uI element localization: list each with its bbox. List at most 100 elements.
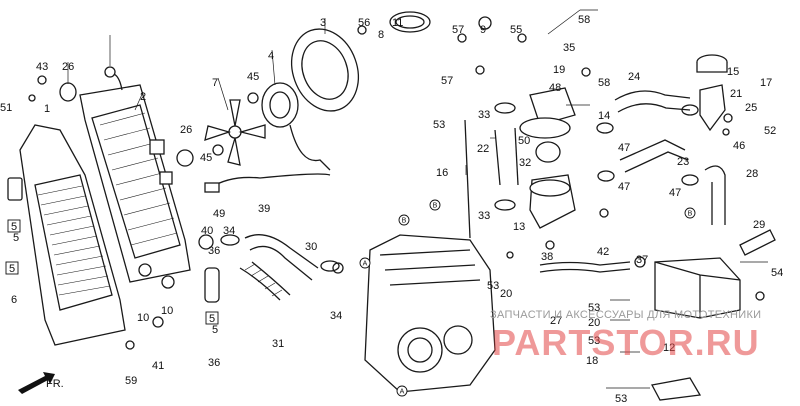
part-label: 30 [305, 241, 317, 253]
part-label: 58 [578, 14, 590, 26]
part-label: 48 [549, 82, 561, 94]
ref-marker [429, 199, 441, 211]
cooling-fan [204, 99, 266, 166]
part-label: 20 [500, 288, 512, 300]
part-label: 47 [618, 142, 630, 154]
part-label: 57 [452, 24, 464, 36]
part-label: 5 [212, 324, 218, 336]
radiator [79, 72, 191, 283]
part-label: 47 [618, 181, 630, 193]
flex-hose [239, 261, 291, 301]
part-label: 45 [247, 71, 259, 83]
part-label: 38 [541, 251, 553, 263]
hose-24 [614, 90, 691, 101]
part-label: 45 [200, 152, 212, 164]
part-label: 35 [563, 42, 575, 54]
part-label: 53 [615, 393, 627, 405]
clamp [220, 102, 699, 272]
ref-marker [398, 214, 410, 226]
part-label: 20 [588, 317, 600, 329]
ref-marker [684, 207, 696, 219]
part-label: 13 [513, 221, 525, 233]
part-label: 56 [358, 17, 370, 29]
part-label: 50 [518, 135, 530, 147]
part-label: 41 [152, 360, 164, 372]
part-label: 52 [764, 125, 776, 137]
part-label: 16 [436, 167, 448, 179]
part-label: 58 [598, 77, 610, 89]
part-label: 17 [760, 77, 772, 89]
part-label: 25 [745, 102, 757, 114]
part-label: 37 [636, 254, 648, 266]
part-label: 5 [13, 232, 19, 244]
fan-shroud [291, 28, 359, 112]
part-label: 53 [588, 335, 600, 347]
watermark-caption: ЗАПЧАСТИ И АКСЕССУАРЫ ДЛЯ МОТОТЕХНИКИ [490, 309, 762, 321]
part-label: 6 [11, 294, 17, 306]
part-label: 24 [628, 71, 640, 83]
part-label: 46 [733, 140, 745, 152]
part-label: 22 [477, 143, 489, 155]
ref-marker-label: A [400, 389, 405, 396]
part-label: 2 [140, 91, 146, 103]
part-label: 34 [330, 310, 342, 322]
hose-23 [619, 139, 686, 161]
fan-motor [261, 82, 331, 171]
leader-lines [67, 9, 768, 389]
part-label: 8 [378, 29, 384, 41]
part-label: 29 [753, 219, 765, 231]
part-label: 27 [550, 315, 562, 327]
ref-box [205, 311, 219, 325]
part-label: 54 [771, 267, 783, 279]
part-label: 53 [433, 119, 445, 131]
part-label: 4 [268, 50, 274, 62]
radiator-hose [494, 127, 519, 186]
part-label: 7 [212, 77, 218, 89]
part-label: 47 [669, 187, 681, 199]
part-label: 51 [0, 102, 12, 114]
part-label: FR. [46, 378, 64, 390]
hose-28 [704, 165, 726, 225]
front-arrow [18, 372, 55, 394]
part-label: 53 [588, 302, 600, 314]
part-label: 26 [180, 124, 192, 136]
part-label: 40 [201, 225, 213, 237]
part-label: 12 [663, 342, 675, 354]
engine [364, 234, 496, 393]
ref-marker-label: A [363, 261, 368, 268]
part-label: 57 [441, 75, 453, 87]
o-ring [389, 11, 431, 33]
thermostat-housing [519, 87, 576, 229]
ref-box [5, 261, 19, 275]
part-label: 36 [208, 245, 220, 257]
part-label: 53 [487, 280, 499, 292]
part-label: 21 [730, 88, 742, 100]
part-label: 42 [597, 246, 609, 258]
part-label: 1 [44, 103, 50, 115]
ref-box-label: 5 [11, 221, 17, 233]
ref-box-label: 5 [209, 313, 215, 325]
part-label: 32 [519, 157, 531, 169]
part-label: 43 [36, 61, 48, 73]
part-label: 33 [478, 210, 490, 222]
part-label: 49 [213, 208, 225, 220]
part-label: 19 [553, 64, 565, 76]
part-label: 23 [677, 156, 689, 168]
part-label: 10 [161, 305, 173, 317]
part-label: 33 [478, 109, 490, 121]
guard-plate [204, 267, 220, 303]
part-label: 14 [598, 110, 610, 122]
part-label: 10 [137, 312, 149, 324]
part-label: 28 [746, 168, 758, 180]
ref-marker-label: B [688, 211, 693, 218]
lower-hose [244, 234, 319, 281]
hose-29 [739, 229, 776, 256]
watermark-logo: PARTSTOR.RU [492, 322, 760, 363]
boxed-reference-labels: 555 [5, 219, 219, 325]
part-label: 31 [272, 338, 284, 350]
part-label: 55 [510, 24, 522, 36]
ref-marker [359, 257, 371, 269]
